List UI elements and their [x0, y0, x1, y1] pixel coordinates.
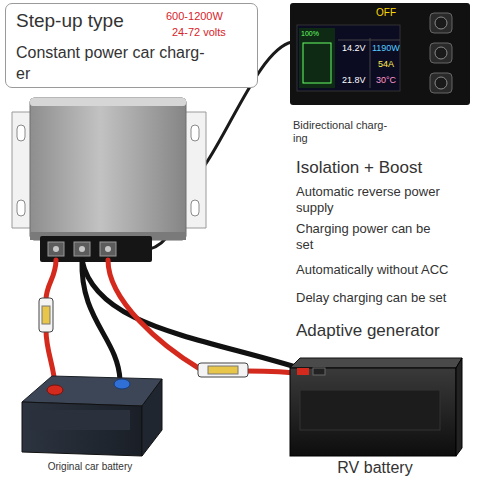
panel-button — [430, 13, 452, 33]
mounting-flange — [17, 125, 25, 141]
lcd-screen — [299, 28, 335, 88]
mounting-flange — [191, 125, 199, 141]
charger-body — [30, 98, 186, 106]
inline-fuse — [42, 306, 50, 324]
temperature-readout: 30°C — [376, 75, 396, 86]
car-battery — [22, 376, 162, 456]
lcd-divider — [370, 38, 371, 88]
negative-wire — [82, 260, 318, 380]
panel-caption: Bidirectional charg- ing — [293, 119, 395, 145]
voltage-range: 24-72 volts — [172, 26, 226, 39]
display-panel: 100%OFF14.2V1190W54A21.8V30°CBidirection… — [290, 3, 470, 105]
voltage-readout: 14.2V — [342, 43, 366, 54]
rv-battery-node: RV battery — [285, 350, 465, 478]
battery-icon — [303, 43, 331, 83]
rv-battery — [456, 358, 462, 456]
panel-button — [435, 17, 447, 29]
product-name: Constant power car charg- er — [16, 42, 214, 84]
rv-battery — [297, 368, 309, 375]
car-battery-node: Original car battery — [15, 365, 165, 475]
power-readout: 1190W — [372, 43, 400, 54]
panel-button — [435, 77, 447, 89]
inline-fuse — [39, 298, 53, 332]
terminal-block — [48, 242, 64, 256]
mounting-flange — [191, 200, 199, 216]
panel-button — [435, 47, 447, 59]
current-readout: 54A — [378, 59, 394, 70]
terminal-block — [105, 246, 111, 252]
rv-battery — [300, 390, 440, 430]
terminal-block — [74, 242, 90, 256]
car-battery — [30, 410, 130, 430]
feature-label: Delay charging can be set — [296, 290, 476, 306]
panel-button — [430, 73, 452, 93]
feature-label: Isolation + Boost — [296, 157, 422, 178]
display-screen — [290, 3, 470, 105]
battery-caption: Original car battery — [15, 461, 165, 473]
charger-body — [30, 98, 186, 240]
car-battery — [47, 385, 63, 395]
panel-button — [430, 43, 452, 63]
negative-wire — [82, 260, 318, 374]
rv-battery — [290, 368, 456, 456]
car-battery — [142, 379, 162, 456]
status-readout: OFF — [376, 7, 396, 19]
battery-percent: 100% — [301, 30, 319, 38]
positive-wire — [46, 260, 56, 300]
feature-label: Adaptive generator — [296, 320, 440, 341]
rv-battery — [313, 368, 325, 375]
battery-caption: RV battery — [285, 458, 465, 477]
car-battery — [114, 379, 130, 389]
positive-wire — [108, 260, 200, 369]
feature-label: Automatically without ACC — [296, 262, 476, 278]
terminal-block — [79, 246, 85, 252]
car-battery — [22, 376, 162, 406]
lcd-screen — [297, 25, 400, 91]
mounting-flange — [17, 200, 25, 216]
rv-battery — [290, 358, 462, 368]
terminal-block — [100, 242, 116, 256]
rv-battery — [290, 358, 462, 456]
feature-label: Charging power can be set — [296, 221, 441, 254]
positive-wire — [46, 260, 302, 388]
voltage-readout: 21.8V — [342, 75, 366, 86]
inline-fuse — [39, 298, 248, 377]
inline-fuse — [198, 363, 248, 377]
lcd-divider — [338, 40, 400, 41]
car-battery — [22, 402, 142, 456]
product-type: Step-up type — [16, 10, 124, 33]
inline-fuse — [208, 366, 238, 374]
power-range: 600-1200W — [166, 10, 223, 23]
charger-body — [30, 98, 186, 240]
terminal-block — [53, 246, 59, 252]
feature-label: Automatic reverse power supply — [296, 184, 456, 217]
title-box: Step-up type 600-1200W 24-72 voltsConstant… — [5, 3, 258, 88]
